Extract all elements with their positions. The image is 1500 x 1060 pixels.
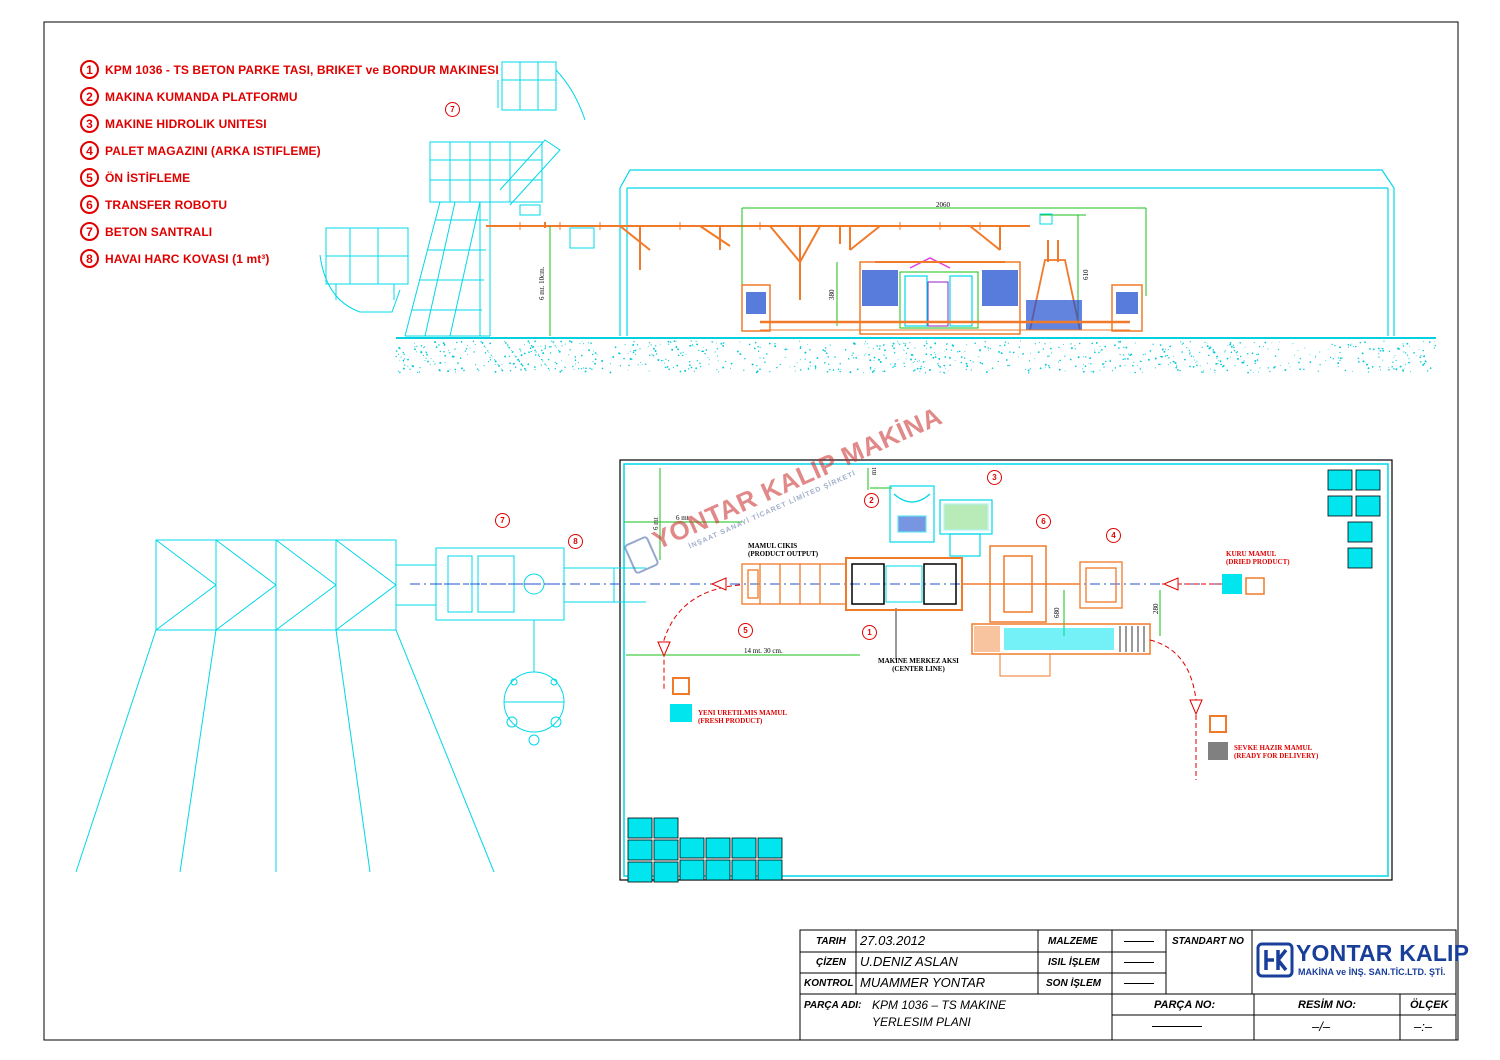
stacked-product-storage [627,469,1381,883]
delivery-product-pallet [1208,715,1228,760]
dim-width-label: 2060 [936,201,950,209]
kontrol-value: MUAMMER YONTAR [860,975,986,990]
hydraulic-unit [939,499,993,557]
dim-14mt-label: 14 mt. 30 cm. [744,647,783,655]
legend-number: 2 [80,87,99,106]
brand-name: YONTAR KALIP [1296,940,1470,966]
cizen-label: ÇİZEN [816,957,846,968]
dried-product-pallet [1222,574,1265,595]
rail-hanger-ticks [519,222,981,230]
legend-text: TRANSFER ROBOTU [105,197,228,212]
malzeme-label: MALZEME [1048,936,1098,947]
tarih-value: 27.03.2012 [860,933,926,948]
brand-subtitle: MAKİNA ve İNŞ. SAN.TİC.LTD. ŞTİ. [1298,967,1446,977]
legend-item: 1 KPM 1036 - TS BETON PARKE TASI, BRIKET … [80,56,499,83]
legend-number: 5 [80,168,99,187]
dim-680-label: 680 [1053,607,1061,619]
ground-strip [395,337,1437,374]
olcek-label: ÖLÇEK [1410,999,1449,1011]
marker-5-plan: 5 [738,623,753,638]
legend-item: 5 ÖN İSTİFLEME [80,164,499,191]
overhead-crane-rail [486,222,1030,300]
plan-dimensions [624,468,1161,656]
legend-item: 7 BETON SANTRALI [80,218,499,245]
legend-item: 6 TRANSFER ROBOTU [80,191,499,218]
plan-view [75,459,1393,883]
side-elevation-view [319,61,1437,374]
label-center-line: MAKINE MERKEZ AKSI (CENTER LINE) [878,657,959,673]
legend-text: HAVAI HARC KOVASI (1 mt³) [105,251,270,266]
marker-2-plan: 2 [864,493,879,508]
kiln-conveyor [971,623,1151,677]
label-product-output: MAMUL CIKIS (PRODUCT OUTPUT) [748,542,819,558]
legend-number: 7 [80,222,99,241]
kontrol-label: KONTROL [804,978,854,989]
dim-height-label: 6 mt. 10cm. [538,266,546,300]
legend-item: 4 PALET MAGAZINI (ARKA ISTIFLEME) [80,137,499,164]
legend-text: ÖN İSTİFLEME [105,170,191,185]
resim-no-value: –/– [1312,1019,1331,1034]
olcek-value: –:– [1414,1019,1433,1034]
marker-3-plan: 3 [987,470,1002,485]
legend-number: 4 [80,141,99,160]
dim-280-label: 280 [1152,603,1160,615]
pallet-magazine [1079,561,1123,609]
marker-6-plan: 6 [1036,514,1051,529]
marker-4-plan: 4 [1106,528,1121,543]
factory-building [619,169,1395,336]
marker-8-plan: 8 [568,534,583,549]
legend-number: 8 [80,249,99,268]
parca-no-value: ————— [1152,1021,1202,1032]
label-dried-product: KURU MAMUL (DRIED PRODUCT) [1226,550,1290,566]
dim-380-label: 380 [828,289,836,301]
legend-item: 3 MAKINE HIDROLIK UNITESI [80,110,499,137]
resim-no-label: RESİM NO: [1298,999,1357,1011]
malzeme-value: ——— [1124,936,1154,947]
parca-adi-label: PARÇA ADI: [804,1000,862,1011]
control-platform [889,485,935,543]
legend-number: 6 [80,195,99,214]
legend-text: BETON SANTRALI [105,224,213,239]
legend-item: 8 HAVAI HARC KOVASI (1 mt³) [80,245,499,272]
component-legend: 1 KPM 1036 - TS BETON PARKE TASI, BRIKET … [80,56,499,272]
label-ready-delivery: SEVKE HAZIR MAMUL (READY FOR DELIVERY) [1234,744,1319,760]
block-machine-elevation [741,213,1143,335]
product-flow-arrows [657,577,1230,780]
legend-number: 1 [80,60,99,79]
son-islem-value: ——— [1124,978,1154,989]
parca-adi-value-line1: KPM 1036 – TS MAKINE [872,998,1007,1012]
label-fresh-product: YENI URETILMIS MAMUL (FRESH PRODUCT) [698,709,788,725]
cizen-value: U.DENIZ ASLAN [860,954,958,969]
legend-text: MAKINA KUMANDA PLATFORMU [105,89,298,104]
isil-islem-value: ——— [1124,957,1154,968]
isil-islem-label: ISIL İŞLEM [1048,957,1100,968]
dim-6mt-horizontal: 6 mt [676,514,689,522]
son-islem-label: SON İŞLEM [1046,978,1102,989]
marker-1-plan: 1 [862,625,877,640]
legend-text: PALET MAGAZINI (ARKA ISTIFLEME) [105,143,321,158]
legend-number: 3 [80,114,99,133]
elevation-dimensions [549,207,1147,336]
tarih-label: TARIH [816,936,846,947]
standart-no-label: STANDART NO [1172,936,1244,947]
transfer-robot [962,545,1080,623]
concrete-batching-plant [319,61,586,337]
legend-item: 2 MAKINA KUMANDA PLATFORMU [80,83,499,110]
title-block-grid [799,929,1457,1041]
mixer-plant [435,547,646,746]
parca-adi-value-line2: YERLESIM PLANI [872,1015,971,1029]
legend-text: KPM 1036 - TS BETON PARKE TASI, BRIKET v… [105,62,499,77]
marker-7-elevation: 7 [445,102,460,117]
front-stacking-conveyor [741,563,847,605]
aggregate-bins [75,539,495,873]
fresh-product-pallet [670,677,692,722]
yontar-logo-icon [1256,942,1294,978]
parca-no-label: PARÇA NO: [1154,999,1216,1011]
marker-7-plan: 7 [495,513,510,528]
dim-610-label: 610 [1082,269,1090,281]
legend-text: MAKINE HIDROLIK UNITESI [105,116,267,131]
